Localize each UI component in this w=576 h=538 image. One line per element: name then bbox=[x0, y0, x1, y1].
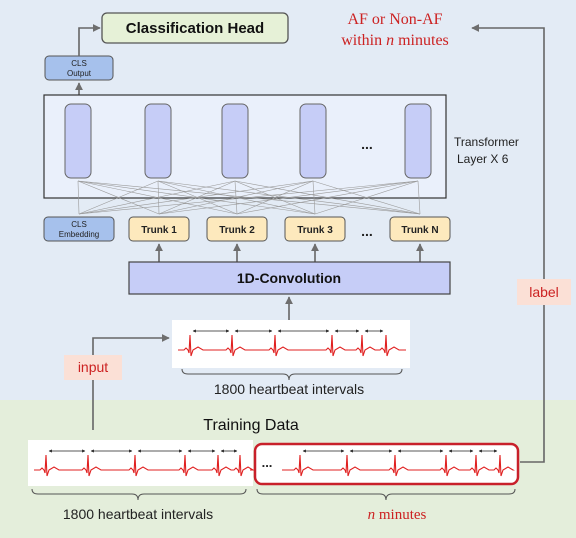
input-arrow bbox=[92, 334, 170, 430]
token-ellipsis: ... bbox=[361, 136, 373, 152]
attention-line bbox=[77, 180, 80, 215]
cls-embedding-line1: CLS bbox=[71, 220, 87, 229]
attention-line bbox=[417, 180, 421, 215]
top-ecg-panel bbox=[172, 320, 410, 368]
label-tag bbox=[517, 279, 571, 305]
transformer-label-line1: Transformer bbox=[454, 135, 519, 149]
conv-box bbox=[128, 261, 451, 295]
trunk-n-label: Trunk N bbox=[401, 225, 438, 236]
token-block bbox=[221, 103, 249, 179]
minutes-brace bbox=[256, 488, 516, 501]
token-block bbox=[299, 103, 327, 179]
classification-head-label: Classification Head bbox=[126, 20, 264, 37]
bottom-interval-brace bbox=[31, 488, 247, 501]
trunk-n-box bbox=[389, 216, 451, 242]
attention-line bbox=[77, 180, 421, 215]
bottom-intervals-caption: 1800 heartbeat intervals bbox=[63, 506, 213, 522]
top-interval-brace bbox=[181, 368, 403, 381]
attention-line bbox=[312, 180, 316, 215]
attention-line bbox=[234, 180, 316, 215]
token-block bbox=[144, 103, 172, 179]
bottom-right-ecg-trace bbox=[282, 454, 515, 477]
token-block bbox=[404, 103, 432, 179]
classification-head-box bbox=[101, 12, 289, 44]
minutes-caption: n minutes bbox=[368, 507, 427, 523]
attention-line bbox=[157, 180, 316, 215]
trunk-1-box bbox=[128, 216, 190, 242]
window-ellipsis: ... bbox=[262, 455, 273, 470]
cls-embedding-box bbox=[43, 216, 115, 242]
cls-output-line2: Output bbox=[67, 69, 92, 78]
top-intervals-caption: 1800 heartbeat intervals bbox=[214, 381, 364, 397]
bottom-left-ecg-trace bbox=[34, 454, 255, 477]
output-line2: within n minutes bbox=[341, 32, 449, 49]
cls-to-head-arrow bbox=[78, 24, 101, 56]
token-block bbox=[64, 103, 92, 179]
training-data-title: Training Data bbox=[203, 417, 299, 434]
attention-line bbox=[77, 180, 316, 215]
cls-output-line1: CLS bbox=[71, 59, 87, 68]
trunk-ellipsis: ... bbox=[361, 223, 373, 239]
output-line1: AF or Non-AF bbox=[347, 11, 442, 28]
attention-line bbox=[77, 180, 238, 215]
attention-line bbox=[77, 180, 160, 215]
attention-line bbox=[234, 180, 421, 215]
trunk-2-label: Trunk 2 bbox=[219, 225, 255, 236]
trunk-3-label: Trunk 3 bbox=[297, 225, 333, 236]
trunk-2-box bbox=[206, 216, 268, 242]
transformer-label-line2: Layer X 6 bbox=[457, 152, 509, 166]
attention-line bbox=[312, 180, 421, 215]
attention-line bbox=[157, 180, 421, 215]
bottom-left-ecg-panel bbox=[28, 440, 253, 486]
cls-embedding-line2: Embedding bbox=[59, 230, 99, 239]
trunk-1-label: Trunk 1 bbox=[141, 225, 177, 236]
trunk-3-box bbox=[284, 216, 346, 242]
transformer-tokens bbox=[64, 103, 432, 179]
conv-label: 1D-Convolution bbox=[237, 270, 341, 286]
label-arrow bbox=[471, 24, 545, 463]
label-tag-label: label bbox=[529, 284, 559, 300]
attention-connections bbox=[77, 180, 421, 215]
n-minutes-window bbox=[253, 442, 520, 486]
input-tag bbox=[64, 355, 122, 380]
input-tag-label: input bbox=[78, 359, 108, 375]
top-ecg-trace bbox=[178, 334, 406, 357]
